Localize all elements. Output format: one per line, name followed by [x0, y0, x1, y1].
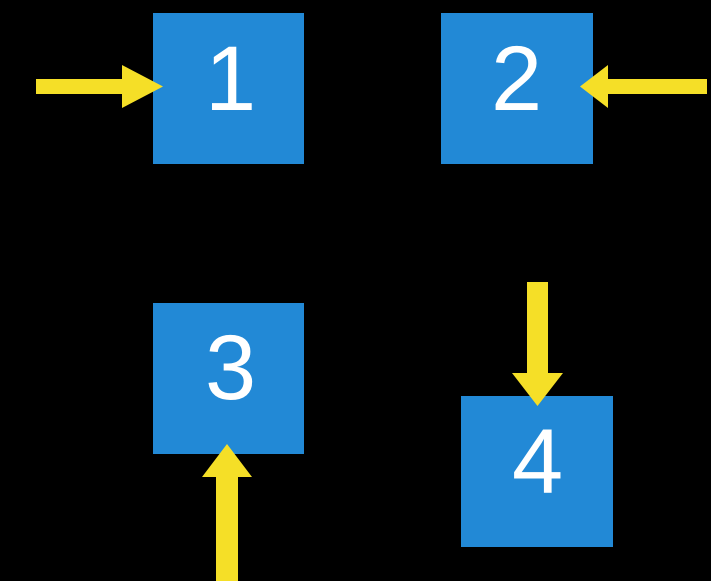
node-label-4: 4	[512, 411, 564, 513]
arrow-right-icon	[36, 65, 164, 108]
arrow-left-icon	[580, 65, 707, 108]
node-box-3[interactable]	[153, 303, 304, 454]
node-box-1[interactable]	[153, 13, 304, 164]
node-label-3: 3	[205, 317, 257, 419]
node-label-2: 2	[491, 28, 543, 130]
arrow-down-icon	[512, 282, 563, 406]
node-label-1: 1	[205, 28, 257, 130]
node-box-2[interactable]	[441, 13, 593, 164]
node-box-4[interactable]	[461, 396, 613, 547]
arrow-up-icon	[202, 444, 252, 581]
